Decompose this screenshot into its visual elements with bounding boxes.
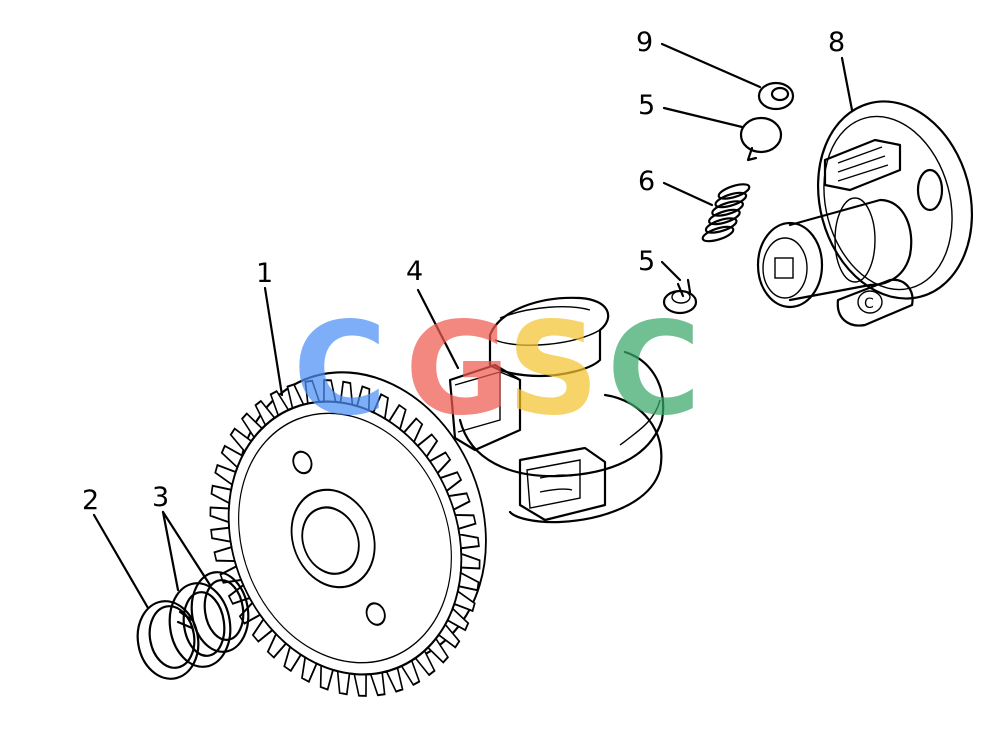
gear-hub-outer <box>290 488 376 589</box>
callout-snap-ring: 2 <box>82 485 99 516</box>
gear-hole-top <box>292 450 313 475</box>
washers-part <box>168 571 250 668</box>
callout-washers: 3 <box>152 482 169 513</box>
spring-coil <box>711 200 745 217</box>
leader-6 <box>662 181 714 207</box>
watermark-letter-3: S <box>507 295 599 444</box>
callout-spring: 6 <box>638 166 655 197</box>
svg-text:C: C <box>864 296 874 312</box>
leader-3b <box>161 510 212 587</box>
watermark: C G S C <box>293 295 701 444</box>
spring-coil <box>701 225 735 243</box>
callout-gear: 1 <box>256 258 273 289</box>
watermark-letter-2: G <box>405 295 510 444</box>
cap-part <box>757 81 795 111</box>
watermark-letter-4: C <box>607 295 701 444</box>
spring-coil <box>704 217 738 234</box>
spring-coil <box>714 191 748 209</box>
spring-coil <box>707 208 741 226</box>
leader-9 <box>660 42 762 89</box>
leader-2 <box>92 513 150 610</box>
leader-lines <box>92 42 854 610</box>
flyweight-holder-part <box>448 296 665 524</box>
callout-ball-lower: 5 <box>638 246 655 277</box>
gear-hole-bottom <box>365 602 386 626</box>
watermark-letter-1: C <box>293 295 387 444</box>
callout-shaft-flange: 8 <box>828 27 845 58</box>
leader-8 <box>840 56 854 112</box>
gear-face-outer <box>227 400 463 676</box>
spring-coil <box>717 183 751 200</box>
leader-3a <box>161 510 180 592</box>
callout-cap: 9 <box>636 27 653 58</box>
gear-face-inner-ring <box>238 412 452 664</box>
leader-5-lower <box>660 260 682 282</box>
callout-labels: 1 2 3 4 5 6 5 8 9 <box>82 27 845 516</box>
gear-part <box>209 371 487 697</box>
leader-4 <box>416 288 460 370</box>
callout-flyweight-holder: 4 <box>406 256 423 287</box>
ball-pin-lower-part <box>662 278 698 315</box>
leader-1 <box>263 286 284 397</box>
shaft-flange-part: C <box>756 100 974 327</box>
callout-ball-upper: 5 <box>638 90 655 121</box>
snap-ring-part <box>136 600 200 680</box>
gear-hub-bore <box>301 506 360 575</box>
leader-5-upper <box>662 106 744 129</box>
ball-upper-part <box>739 116 783 162</box>
spring-part <box>701 183 751 243</box>
